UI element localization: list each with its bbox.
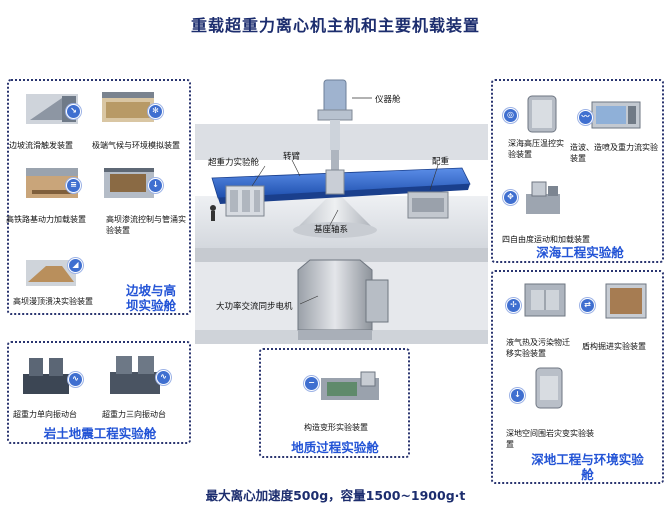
label-motor: 大功率交流同步电机 (216, 302, 293, 312)
wave-icon: 〰 (578, 110, 593, 125)
panel-deepland-title-line2: 舱 (581, 467, 594, 482)
slope-icon: ↘ (66, 104, 81, 119)
panel-deepsea-title: 深海工程实验舱 (536, 245, 624, 260)
motion-device-image (512, 176, 572, 220)
drop-icon: ↓ (510, 388, 525, 403)
rail-icon: ≡ (66, 178, 81, 193)
panel-geology-title: 地质过程实验舱 (291, 440, 379, 455)
vibration3-device-image (104, 350, 168, 400)
dam-item-label: 高坝漫顶溃决实验装置 (13, 297, 93, 306)
vibration3-item-label: 超重力三向振动台 (102, 410, 166, 419)
panel-quake-title: 岩土地震工程实验舱 (43, 426, 157, 441)
panel-slope-title-line2: 坝实验舱 (125, 298, 176, 313)
label-base-shaft: 基座轴系 (314, 225, 349, 235)
panel-slope-title-line1: 边坡与高 (125, 283, 176, 298)
minus-icon: − (304, 376, 319, 391)
panel-deepland-title: 深地工程与环境实验 舱 (520, 452, 655, 482)
fan-item-label: 液气热及污染物迁移实验装置 (506, 338, 570, 358)
tunnel-item-label: 盾构掘进实验装置 (582, 342, 646, 351)
seepage-icon: ↓ (148, 178, 163, 193)
footer-caption: 最大离心加速度500g，容量1500~1900g·t (205, 488, 466, 503)
label-rotor-arm: 转臂 (283, 152, 301, 162)
snowflake-icon: ✻ (148, 104, 163, 119)
climate-item-label: 极端气候与环境模拟装置 (92, 141, 180, 150)
tunnel-device-image (598, 278, 658, 322)
cavern-device-image (518, 366, 578, 410)
vibration3-icon: ∿ (156, 370, 171, 385)
motion-icon: ✥ (503, 190, 518, 205)
rail-item-label: 高铁路基动力加载装置 (6, 215, 86, 224)
panel-deepland-title-line1: 深地工程与环境实验 (531, 452, 644, 467)
panel-slope-title: 边坡与高 坝实验舱 (118, 283, 184, 313)
geology-device-image (315, 366, 385, 406)
pressure-item-label: 深海高压温控实验装置 (508, 139, 564, 159)
tunnel-icon: ⇄ (580, 298, 595, 313)
fan-device-image (515, 278, 575, 322)
vibration-icon: ∿ (68, 372, 83, 387)
fan-icon: ✢ (506, 298, 521, 313)
wave-item-label: 造波、造喷及重力流实验装置 (570, 143, 658, 163)
page-title: 重载超重力离心机主机和主要机载装置 (190, 16, 480, 35)
vibration-item-label: 超重力单向振动台 (13, 410, 77, 419)
base-cone (295, 190, 375, 230)
panel-geology (259, 348, 410, 458)
motion-item-label: 四自由度运动和加载装置 (502, 235, 590, 244)
instrument-cabin-shape (323, 79, 347, 115)
dam-device-image (22, 248, 82, 292)
label-counterweight: 配重 (432, 157, 450, 167)
pressure-device-image (512, 92, 572, 136)
geology-item-label: 构造变形实验装置 (304, 423, 368, 432)
label-instrument-cabin: 仪器舱 (375, 95, 401, 105)
cavern-item-label: 深地空间围岩灾变实验装置 (506, 429, 594, 449)
slope-item-label: 边坡流滑触发装置 (9, 141, 73, 150)
climate-device-image (100, 86, 160, 130)
pressure-icon: ◎ (503, 108, 518, 123)
motor-housing (297, 259, 373, 331)
seepage-item-label: 高坝渗流控制与管涌实验装置 (106, 215, 186, 235)
ceiling-slab (195, 124, 488, 160)
label-cabin: 超重力实验舱 (208, 158, 260, 168)
dam-icon: ◢ (68, 258, 83, 273)
seepage-device-image (100, 160, 160, 204)
vibration-device-image (15, 350, 79, 400)
wave-device-image (586, 92, 646, 136)
